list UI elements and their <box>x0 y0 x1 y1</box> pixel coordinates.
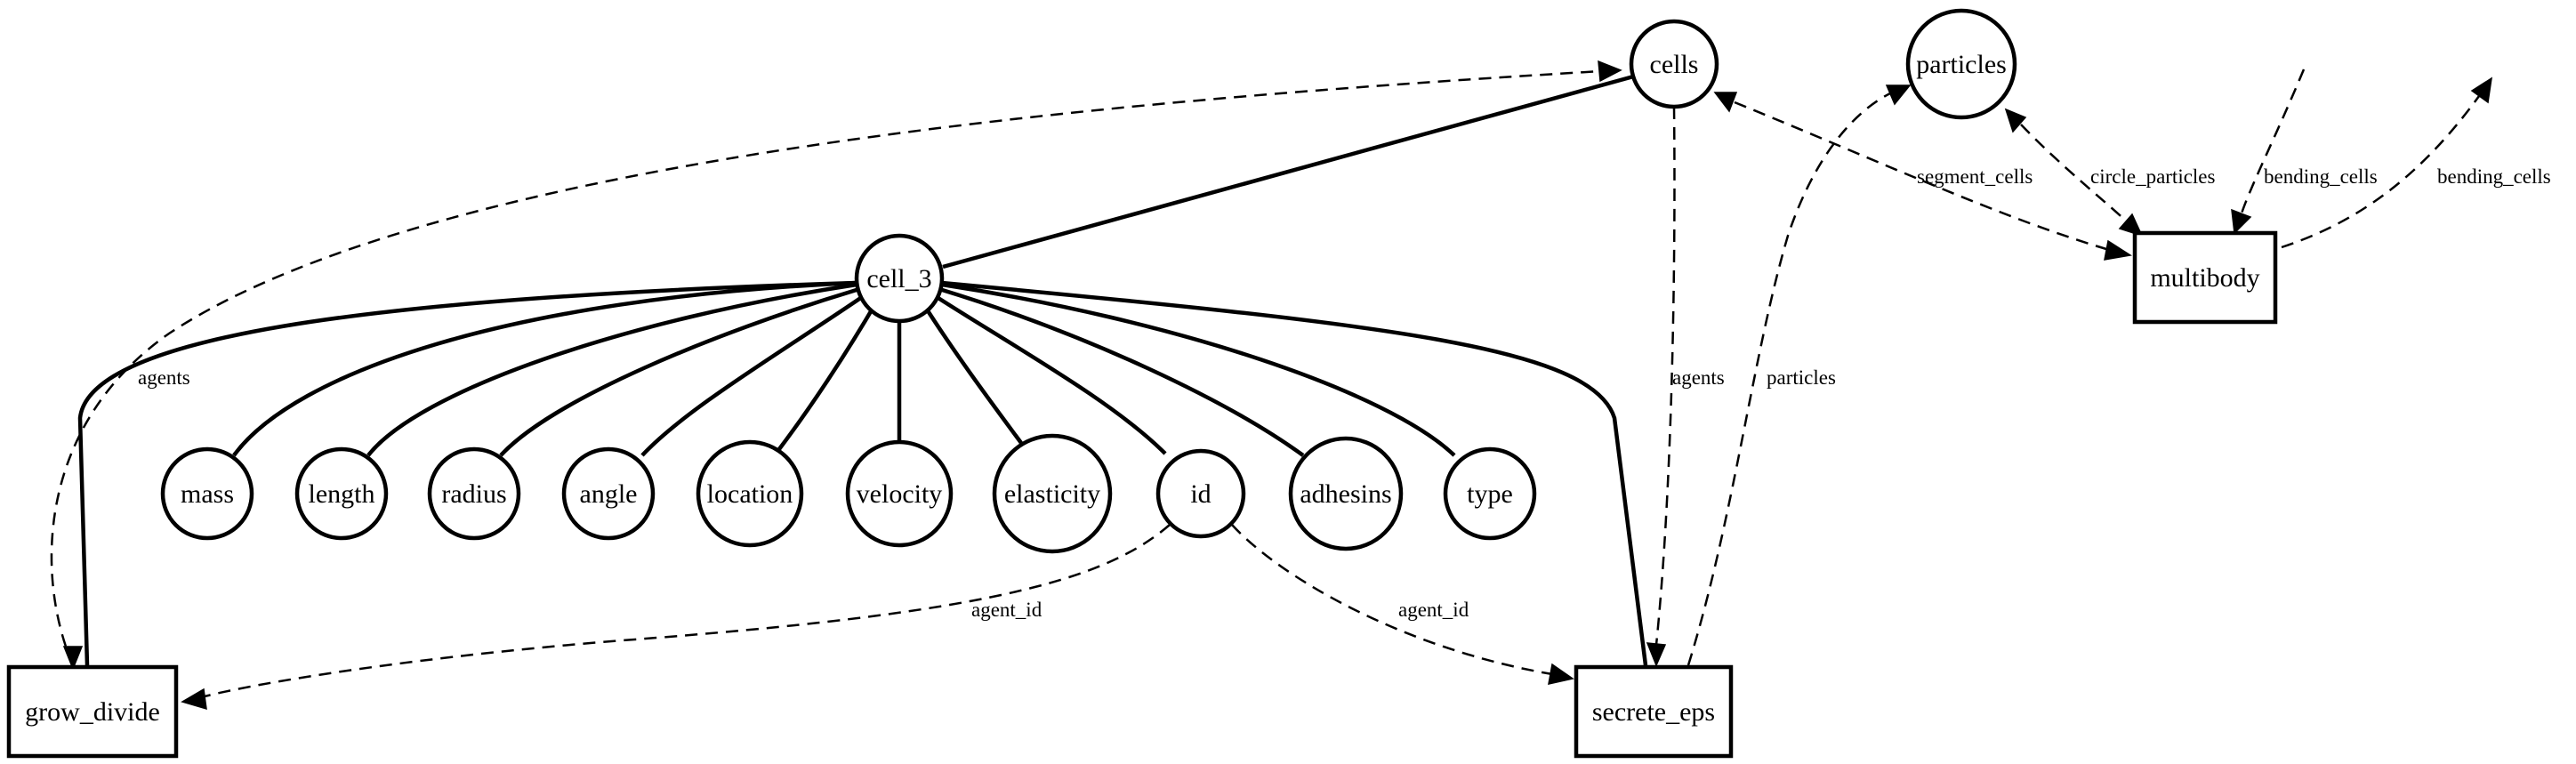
node-location: location <box>696 439 804 548</box>
node-secrete_eps: secrete_eps <box>1574 664 1734 759</box>
node-particles: particles <box>1905 8 2017 120</box>
node-elasticity-label: elasticity <box>1004 479 1100 509</box>
node-cell_3: cell_3 <box>854 233 945 324</box>
edge-id-secrete_eps <box>1231 524 1553 676</box>
node-grow_divide: grow_divide <box>6 664 179 759</box>
edge-multibody-cells-arrowhead-end <box>2104 239 2133 261</box>
edge-cell_3-location <box>777 301 878 451</box>
edge-bending_cells-out <box>2281 95 2481 249</box>
edge-label-multibody-bending_cells-in: bending_cells <box>2264 165 2378 188</box>
edge-cell_3-radius <box>499 286 860 457</box>
edge-label-multibody-segment_cells: segment_cells <box>1917 165 2033 188</box>
edge-multibody-particles <box>2020 124 2129 223</box>
hierarchy-edges <box>77 73 1648 666</box>
process-nodes: multibody grow_divide secrete_eps <box>6 230 2278 759</box>
store-nodes: cells particles cell_3 mass length radiu… <box>160 8 2017 554</box>
edge-label-multibody-circle_particles: circle_particles <box>2090 165 2216 188</box>
edge-secrete_eps-particles <box>1686 92 1891 666</box>
edge-bending_cells-out-arrowhead <box>2470 76 2492 104</box>
port-edges <box>50 60 2492 711</box>
node-cells-label: cells <box>1650 50 1699 79</box>
node-length: length <box>294 446 389 541</box>
edge-labels: agents agents particles segment_cells ci… <box>138 165 2551 621</box>
node-cell_3-label: cell_3 <box>866 264 931 294</box>
edge-cells-grow_divide-arrowhead <box>62 646 84 672</box>
node-length-label: length <box>309 479 375 509</box>
node-angle-label: angle <box>580 479 638 509</box>
edge-cell_3-mass <box>232 280 857 457</box>
edge-secrete_eps-cells <box>1654 106 1676 646</box>
edge-cells-cell_3 <box>942 73 1638 269</box>
edge-label-secrete_eps-agents: agents <box>1672 366 1725 389</box>
node-id: id <box>1155 448 1246 539</box>
node-elasticity: elasticity <box>992 433 1113 554</box>
edge-multibody-particles-arrowhead-start <box>2004 108 2027 133</box>
edge-secrete_eps-cells-arrowhead <box>1646 642 1667 667</box>
edge-multibody-cells <box>1734 101 2107 251</box>
edge-cell_3-secrete_eps <box>941 280 1648 666</box>
edge-grow_divide-cells-arrowhead <box>1598 60 1622 83</box>
node-angle: angle <box>561 446 656 541</box>
node-secrete_eps-label: secrete_eps <box>1592 697 1715 727</box>
edge-cell_3-elasticity <box>921 301 1023 445</box>
edge-label-secrete_eps-agent_id: agent_id <box>1398 599 1469 621</box>
node-mass-label: mass <box>181 479 234 509</box>
node-type-label: type <box>1467 479 1513 509</box>
node-mass: mass <box>160 446 254 541</box>
edge-cell_3-grow_divide <box>77 280 857 666</box>
node-adhesins: adhesins <box>1288 436 1404 551</box>
edge-cell_3-adhesins <box>938 286 1305 457</box>
node-velocity: velocity <box>845 439 954 548</box>
edge-multibody-particles-arrowhead-end <box>2118 213 2144 237</box>
edge-grow_divide-cells <box>50 69 1602 666</box>
edge-label-secrete_eps-particles: particles <box>1767 366 1836 389</box>
node-type: type <box>1443 446 1537 541</box>
edge-id-grow_divide <box>204 524 1171 698</box>
node-id-label: id <box>1190 479 1211 509</box>
node-adhesins-label: adhesins <box>1300 479 1391 509</box>
node-grow_divide-label: grow_divide <box>25 697 160 727</box>
node-location-label: location <box>707 479 793 509</box>
edge-cell_3-angle <box>640 294 866 457</box>
node-velocity-label: velocity <box>857 479 943 509</box>
edge-id-secrete_eps-arrowhead <box>1548 663 1574 685</box>
edge-multibody-cells-arrowhead-start <box>1713 92 1738 113</box>
edge-label-grow_divide-agent_id: agent_id <box>971 599 1042 621</box>
node-multibody-label: multibody <box>2150 263 2259 293</box>
node-multibody: multibody <box>2132 230 2278 325</box>
node-cells: cells <box>1629 19 1719 109</box>
node-radius-label: radius <box>441 479 506 509</box>
edge-label-grow_divide-agents: agents <box>138 366 190 389</box>
edge-bending_cells-in-arrowhead <box>2231 208 2252 235</box>
edge-label-multibody-bending_cells-out: bending_cells <box>2437 165 2551 188</box>
edge-cell_3-type <box>941 282 1456 457</box>
node-particles-label: particles <box>1916 50 2007 79</box>
edge-cell_3-id <box>932 294 1167 455</box>
edge-secrete_eps-particles-arrowhead <box>1885 84 1912 106</box>
node-radius: radius <box>427 446 521 541</box>
edge-bending_cells-in <box>2240 68 2306 214</box>
edge-id-grow_divide-arrowhead <box>181 688 207 711</box>
edge-cell_3-length <box>366 282 857 457</box>
